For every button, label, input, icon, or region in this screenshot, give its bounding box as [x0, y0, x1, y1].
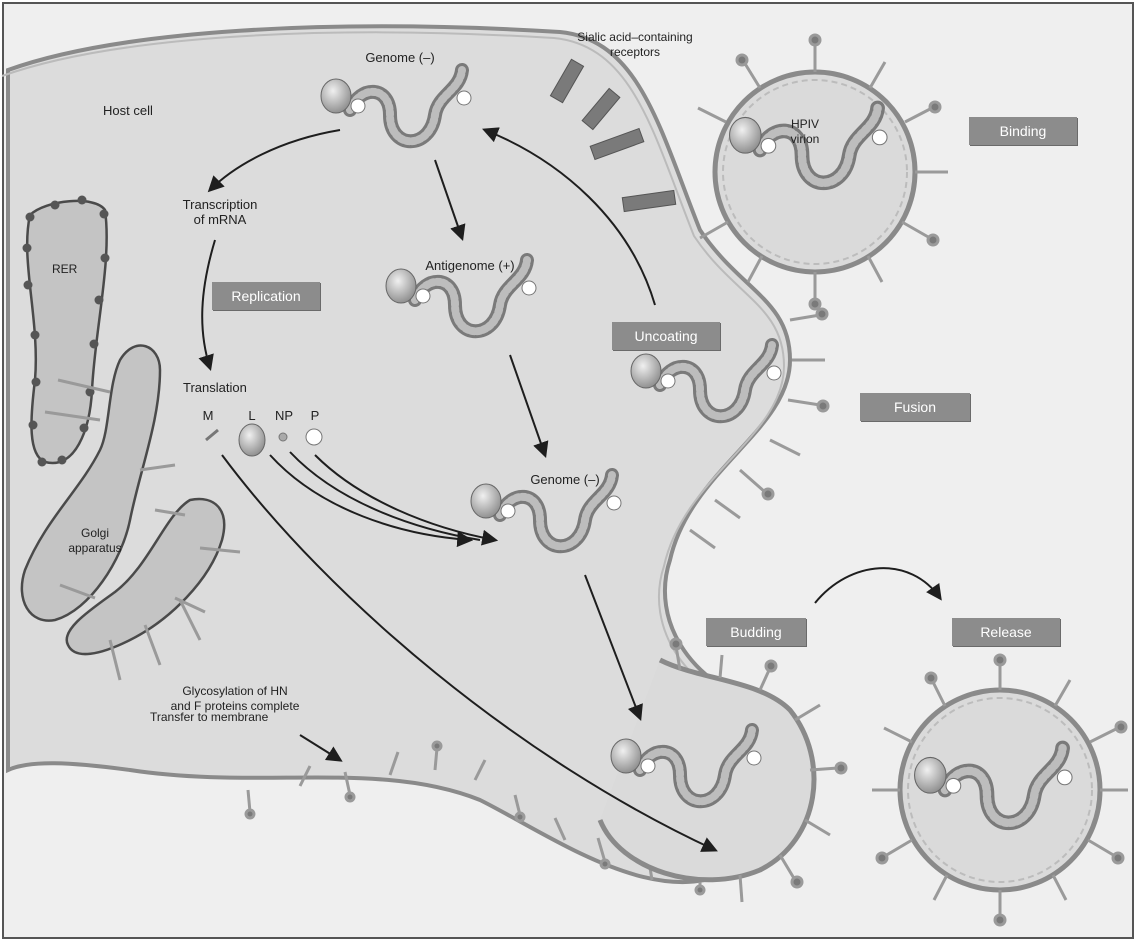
- fusion-stage-box: Fusion: [860, 393, 970, 421]
- protein-np-label: NP: [274, 408, 294, 423]
- protein-p-label: P: [310, 408, 320, 423]
- sialic-receptors-label: Sialic acid–containing receptors: [577, 30, 693, 59]
- replication-stage-box: Replication: [212, 282, 320, 310]
- budding-virion: [597, 637, 848, 903]
- host-cell-cytoplasm: [6, 24, 793, 884]
- protein-m-label: M: [202, 408, 214, 423]
- antigenome-label: Antigenome (+): [425, 258, 515, 273]
- host-cell-label: Host cell: [103, 103, 153, 118]
- golgi-label: Golgi apparatus: [68, 526, 122, 555]
- binding-stage-box: Binding: [969, 117, 1077, 145]
- transcription-label: Transcription of mRNA: [182, 197, 258, 227]
- budding-stage-box: Budding: [706, 618, 806, 646]
- process-arrows: [198, 127, 942, 852]
- genome-top-label: Genome (–): [365, 50, 435, 65]
- protein-l-label: L: [248, 408, 256, 423]
- rer-label: RER: [52, 262, 78, 276]
- sialic-acid-receptors: [549, 58, 677, 213]
- hpiv-virion-label: HPIV virion: [790, 117, 820, 146]
- translated-proteins: [205, 423, 323, 457]
- glycosylation-label: Glycosylation of HN and F proteins compl…: [170, 684, 300, 713]
- uncoating-stage-box: Uncoating: [612, 322, 720, 350]
- released-virion: [872, 653, 1128, 927]
- fusion-membrane-spikes: [689, 307, 830, 550]
- genome-mid-label: Genome (–): [530, 472, 600, 487]
- hpiv-virion-binding: [697, 33, 948, 311]
- release-stage-box: Release: [952, 618, 1060, 646]
- rer-organelle: [22, 195, 110, 467]
- golgi-apparatus: [20, 344, 241, 681]
- translation-label: Translation: [183, 380, 247, 395]
- transfer-label: Transfer to membrane: [150, 710, 269, 724]
